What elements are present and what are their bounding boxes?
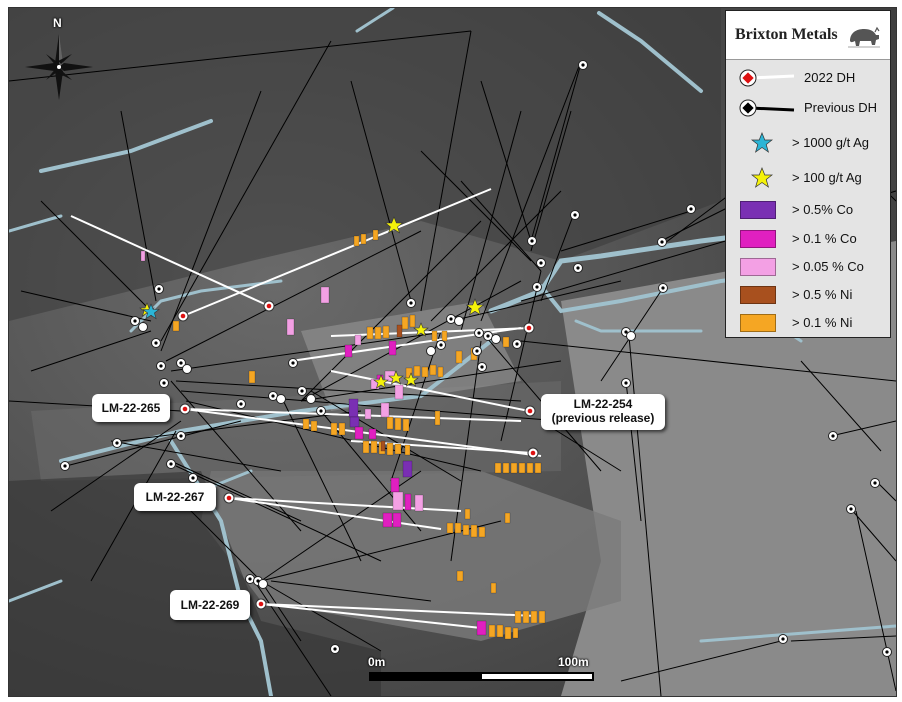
co-0-05-intervals (140, 250, 424, 512)
scale-segment-black (480, 672, 594, 681)
hole-label-note: (previous release) (551, 411, 655, 425)
hole-label-text: LM-22-265 (101, 401, 161, 415)
clearing-field (561, 241, 896, 696)
dh-trace-269b (260, 603, 482, 629)
dh-trace-mid (330, 327, 532, 337)
north-label: N (53, 16, 62, 30)
hole-label-text: LM-22-267 (145, 490, 205, 504)
scale-segment-inner-black (371, 674, 478, 679)
hole-label-text: LM-22-254 (573, 397, 633, 411)
dh-trace-267 (228, 497, 442, 530)
company-header: Brixton Metals (726, 11, 890, 60)
dh-trace-254 (330, 370, 530, 412)
collar-2022 (177, 310, 189, 322)
legend-row: > 0.05 % Co (726, 254, 890, 280)
legend-label: > 1000 g/t Ag (792, 135, 869, 150)
legend-row: > 0.1 % Ni (726, 310, 890, 336)
legend-row: > 0.5 % Ni (726, 282, 890, 308)
collar-2022 (523, 322, 535, 334)
co-0-5-intervals (348, 398, 413, 478)
legend-label: > 0.5 % Ni (792, 287, 853, 302)
bison-logo-icon (848, 26, 880, 48)
hole-label-text: LM-22-269 (180, 598, 240, 612)
dh-trace-upper-nw (70, 215, 270, 307)
dh-trace-269 (260, 603, 537, 617)
legend-drillhole-icon (739, 99, 795, 117)
legend-label: > 0.1 % Ni (792, 315, 853, 330)
scale-end-label: 100m (558, 655, 589, 669)
legend-star-icon (750, 132, 774, 153)
company-name: Brixton Metals (735, 26, 838, 43)
collar-lm-22-267 (223, 492, 235, 504)
legend-label: > 0.5% Co (792, 202, 854, 217)
hole-label-lm-22-265: LM-22-265 (92, 394, 170, 422)
legend-swatch (740, 258, 776, 276)
north-arrow (25, 34, 93, 100)
assay-intervals (140, 229, 546, 640)
hole-label-lm-22-267: LM-22-267 (134, 483, 216, 511)
light-clearing (301, 301, 521, 411)
legend-row: 2022 DH (726, 65, 890, 91)
legend-label: > 0.1 % Co (792, 231, 857, 246)
star-100 (465, 298, 485, 316)
ni-0-5-intervals (380, 324, 403, 452)
collar-lm-22-269 (255, 598, 267, 610)
collar-2022 (527, 447, 539, 459)
dh-trace-upper (182, 188, 492, 317)
star-100 (403, 372, 419, 387)
legend-row: > 0.1 % Co (726, 226, 890, 252)
star-100 (388, 370, 404, 385)
legend-star-icon (750, 167, 774, 188)
legend-label: > 100 g/t Ag (792, 170, 862, 185)
previous-collar-dots (63, 63, 889, 654)
legend-row: > 100 g/t Ag (726, 165, 890, 191)
forest-bottom (9, 471, 381, 696)
legend-drillhole-icon (739, 69, 795, 87)
star-100 (413, 322, 429, 337)
legend-swatch (740, 286, 776, 304)
legend-row: > 0.5% Co (726, 197, 890, 223)
map-legend: Brixton Metals 2022 DH Previous DH > 1000 … (725, 10, 891, 338)
legend-label: 2022 DH (804, 70, 856, 85)
legend-label: Previous DH (804, 100, 877, 115)
star-1000 (142, 303, 160, 320)
ni-0-1-intervals (172, 229, 546, 640)
star-100 (373, 374, 389, 389)
legend-swatch (740, 314, 776, 332)
hole-label-lm-22-254: LM-22-254 (previous release) (541, 394, 665, 430)
collar-2022 (263, 300, 275, 312)
legend-swatch (740, 201, 776, 219)
collar-lm-22-254 (524, 405, 536, 417)
legend-row: Previous DH (726, 95, 890, 121)
hole-label-lm-22-269: LM-22-269 (170, 590, 250, 620)
legend-label: > 0.05 % Co (792, 259, 864, 274)
scale-start-label: 0m (368, 655, 386, 669)
map-canvas (9, 8, 896, 696)
collars-2022 (177, 300, 539, 610)
legend-swatch (740, 230, 776, 248)
scale-bar: 0m 100m (368, 655, 596, 685)
forest-dark-patch (9, 8, 721, 321)
clearing-field-2 (201, 471, 621, 641)
legend-row: > 1000 g/t Ag (726, 130, 890, 156)
ag-1000-stars (142, 303, 160, 320)
ag-assay-stars (139, 216, 485, 389)
collar-lm-22-265 (179, 403, 191, 415)
star-100 (384, 216, 404, 234)
